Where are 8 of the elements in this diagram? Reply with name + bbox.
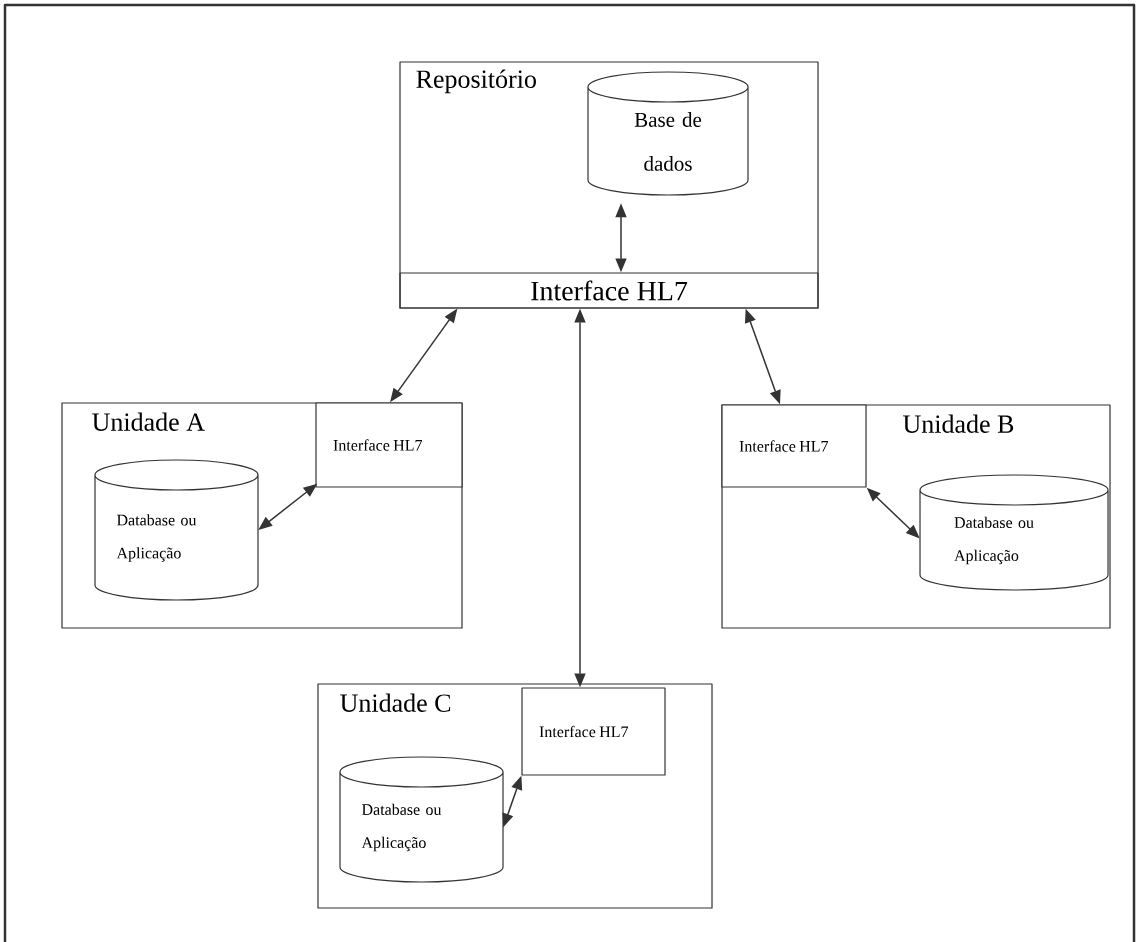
database-cylinder: Database ou Aplicação (919, 474, 1109, 591)
interface-box: Interface HL7 (721, 404, 867, 488)
database-cylinder: Base de dados (587, 71, 749, 196)
database-cylinder: Database ou Aplicação (94, 459, 259, 601)
interface-band: Interface HL7 (399, 272, 819, 309)
interface-box: Interface HL7 (315, 402, 463, 488)
database-cylinder: Database ou Aplicação (339, 756, 504, 883)
interface-box: Interface HL7 (521, 687, 666, 776)
